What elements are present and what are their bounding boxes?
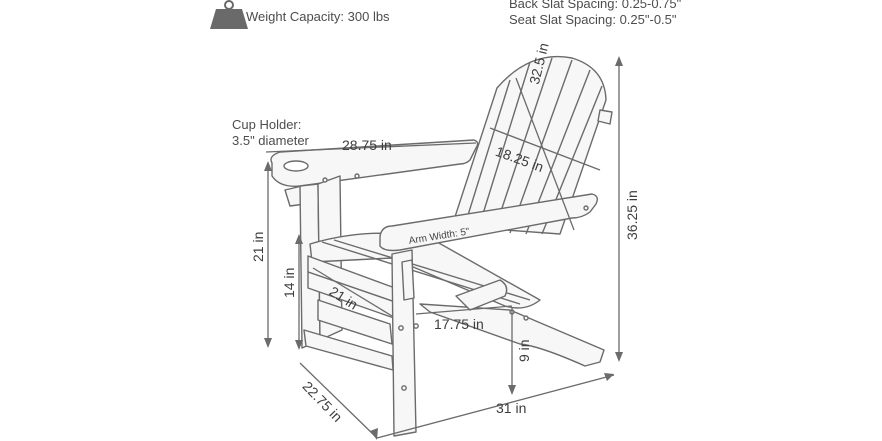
dim-total-height: 36.25 in bbox=[624, 190, 640, 240]
dim-seat-height: 14 in bbox=[281, 267, 297, 298]
dim-arm-height: 21 in bbox=[250, 231, 266, 262]
left-arm bbox=[270, 139, 479, 187]
side-runner bbox=[317, 299, 393, 345]
dim-overall-depth: 31 in bbox=[496, 400, 527, 416]
cup-holder-label: Cup Holder: bbox=[232, 117, 302, 132]
dim-footrest-height: 9 in bbox=[516, 339, 532, 362]
cup-holder-diameter: 3.5" diameter bbox=[232, 133, 309, 148]
weight-icon-shape bbox=[210, 0, 248, 29]
seat-slat-spacing-label: Seat Slat Spacing: 0.25"-0.5" bbox=[509, 12, 677, 27]
dim-arm-length: 28.75 in bbox=[342, 137, 392, 153]
right-arm bbox=[379, 193, 599, 252]
dim-seat-width: 17.75 in bbox=[434, 316, 484, 332]
back-slat-spacing-label: Back Slat Spacing: 0.25-0.75" bbox=[509, 0, 682, 11]
weight-capacity-label: Weight Capacity: 300 lbs bbox=[246, 9, 390, 24]
